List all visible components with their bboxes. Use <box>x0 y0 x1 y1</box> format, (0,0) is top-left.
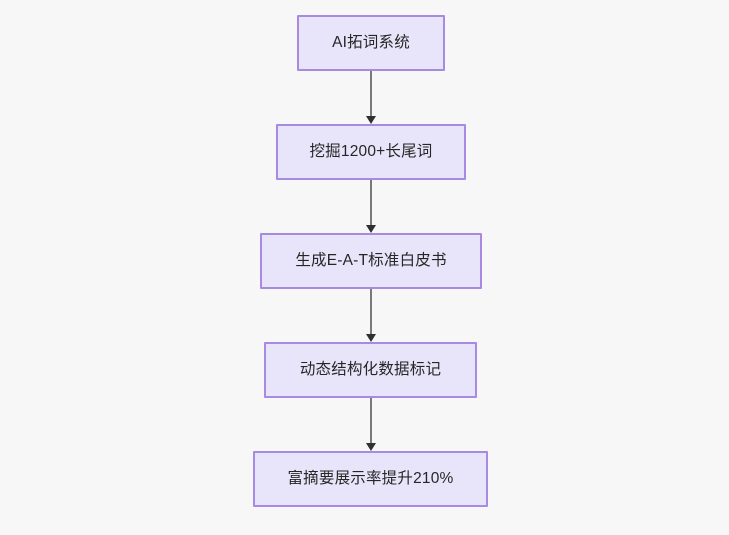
arrowhead-icon <box>366 225 376 233</box>
flow-node-longtail-mining[interactable]: 挖掘1200+长尾词 <box>276 124 466 180</box>
flow-node-label: AI拓词系统 <box>332 34 410 52</box>
flow-node-rich-snippet-result[interactable]: 富摘要展示率提升210% <box>253 451 488 507</box>
edge-line <box>370 71 372 116</box>
flow-node-eat-whitepaper[interactable]: 生成E-A-T标准白皮书 <box>260 233 482 289</box>
arrowhead-icon <box>366 334 376 342</box>
flow-node-label: 生成E-A-T标准白皮书 <box>295 252 447 270</box>
flow-node-label: 动态结构化数据标记 <box>299 361 442 379</box>
flow-node-label: 挖掘1200+长尾词 <box>309 143 433 161</box>
edge-line <box>370 398 372 443</box>
arrowhead-icon <box>366 443 376 451</box>
flow-node-ai-keyword-system[interactable]: AI拓词系统 <box>297 15 445 71</box>
edge-line <box>370 289 372 334</box>
arrowhead-icon <box>366 116 376 124</box>
flow-node-label: 富摘要展示率提升210% <box>287 470 454 488</box>
flow-node-structured-data-markup[interactable]: 动态结构化数据标记 <box>264 342 477 398</box>
edge-line <box>370 180 372 225</box>
